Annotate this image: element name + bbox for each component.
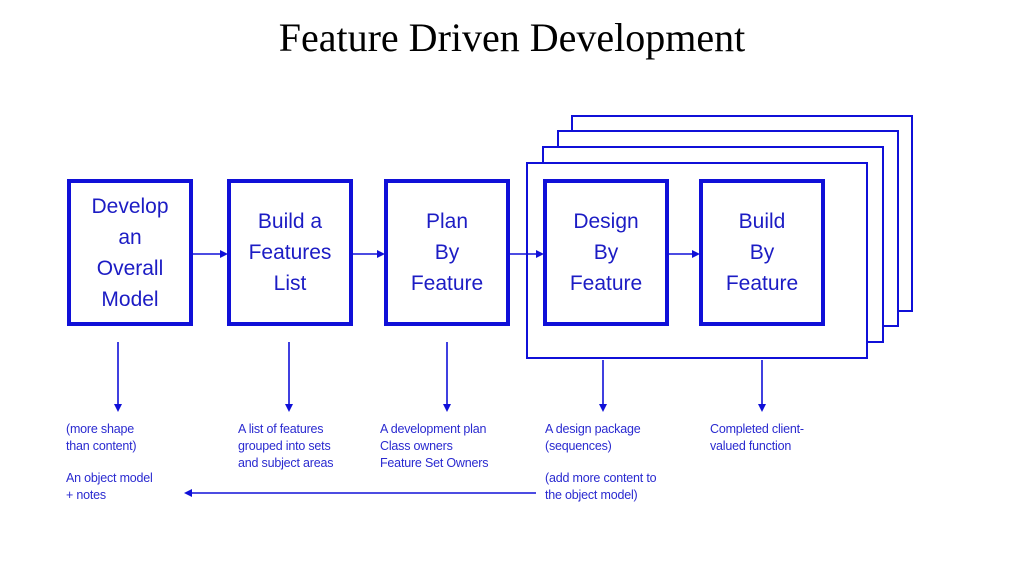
process-box-build-by-feature <box>699 179 825 326</box>
process-label-develop-model: Develop an Overall Model <box>91 194 169 311</box>
output-arrow <box>443 342 451 412</box>
process-box-design-by-feature <box>543 179 669 326</box>
output-note-extra: (add more content to the object model) <box>545 471 657 502</box>
feedback-arrow <box>184 489 536 497</box>
process-box-develop-model <box>67 179 193 326</box>
output-arrow <box>599 360 607 412</box>
process-box-build-features-list <box>227 179 353 326</box>
flow-arrow <box>193 250 228 258</box>
process-label-plan-by-feature: Plan By Feature <box>410 210 484 295</box>
output-arrow <box>285 342 293 412</box>
flow-arrow <box>353 250 385 258</box>
output-note: A list of features grouped into sets and… <box>238 422 334 470</box>
output-note: (more shape than content) <box>66 422 137 453</box>
output-note: A design package (sequences) <box>545 422 641 453</box>
output-arrow <box>114 342 122 412</box>
output-note: Completed client- valued function <box>710 422 804 453</box>
process-label-design-by-feature: Design By Feature <box>569 210 643 295</box>
flow-arrow <box>510 250 544 258</box>
output-arrow <box>758 360 766 412</box>
flow-arrow <box>669 250 700 258</box>
process-label-build-features-list: Build a Features List <box>248 210 332 295</box>
page-title: Feature Driven Development <box>278 15 746 60</box>
output-note-extra: An object model + notes <box>66 471 153 502</box>
process-box-plan-by-feature <box>384 179 510 326</box>
process-label-build-by-feature: Build By Feature <box>725 210 799 295</box>
output-note: A development plan Class owners Feature … <box>380 422 489 470</box>
